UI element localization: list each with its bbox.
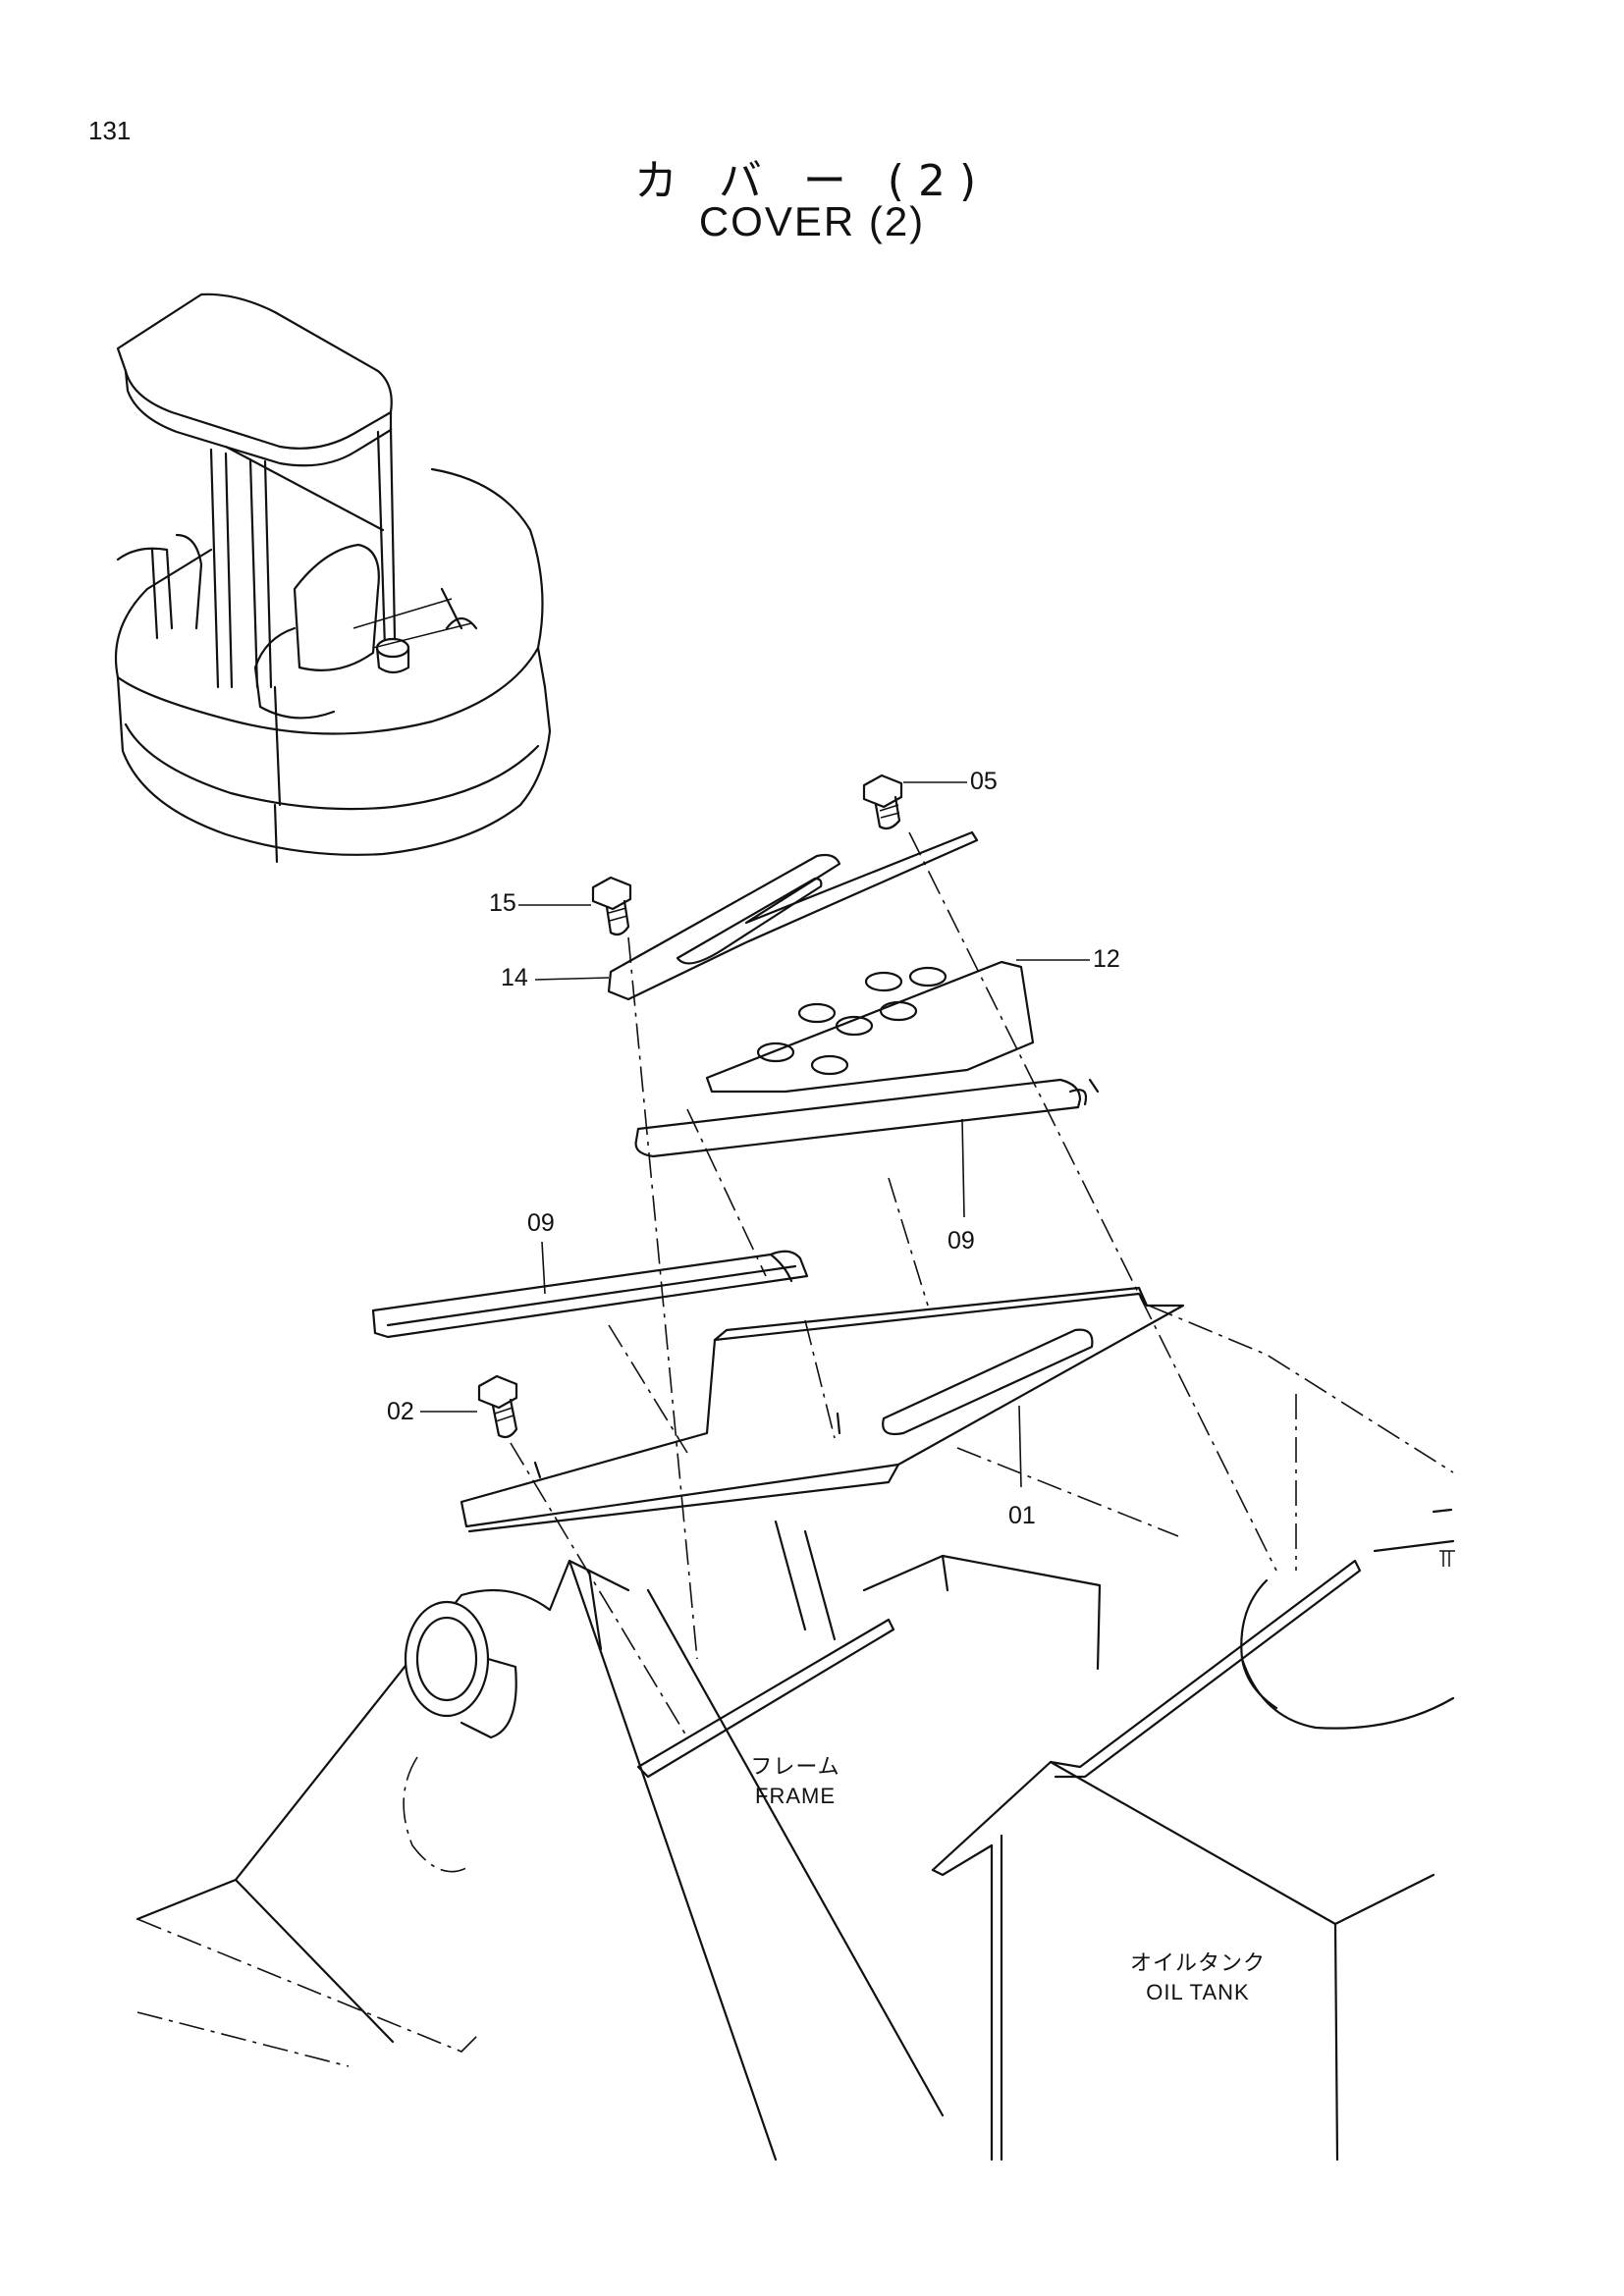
callout-09-upper: 09	[947, 1227, 975, 1255]
callout-14: 14	[501, 964, 528, 991]
title-japanese: カ バ ー (2)	[633, 156, 991, 206]
center-lines	[510, 831, 1277, 1738]
oil-tank-label: オイルタンク OIL TANK	[1100, 1949, 1296, 2007]
frame-label-english: FRAME	[755, 1784, 836, 1808]
oil-tank-label-japanese: オイルタンク	[1129, 1950, 1266, 1975]
bolt-15	[518, 876, 632, 936]
seal-09-upper	[634, 1078, 1100, 1218]
plate-14	[534, 830, 979, 1001]
machine-overview-illustration	[114, 293, 552, 864]
callout-02: 02	[387, 1398, 414, 1425]
frame-label-japanese: フレーム	[750, 1754, 840, 1779]
bolt-05	[862, 774, 967, 830]
seal-09-lower	[371, 1241, 809, 1339]
frame-structure	[135, 1305, 1455, 2162]
callout-12: 12	[1093, 945, 1120, 973]
plate-12	[705, 959, 1090, 1094]
title-english: COVER (2)	[698, 198, 926, 244]
callout-15: 15	[489, 889, 516, 917]
page-number: 131	[88, 116, 132, 145]
callout-09-lower: 09	[527, 1209, 555, 1237]
callout-01: 01	[1008, 1502, 1036, 1529]
frame-label: フレーム FRAME	[717, 1752, 874, 1811]
bolt-02	[420, 1374, 518, 1439]
callout-05: 05	[970, 768, 998, 795]
cover-01	[460, 1286, 1185, 1533]
oil-tank-label-english: OIL TANK	[1146, 1980, 1250, 2004]
